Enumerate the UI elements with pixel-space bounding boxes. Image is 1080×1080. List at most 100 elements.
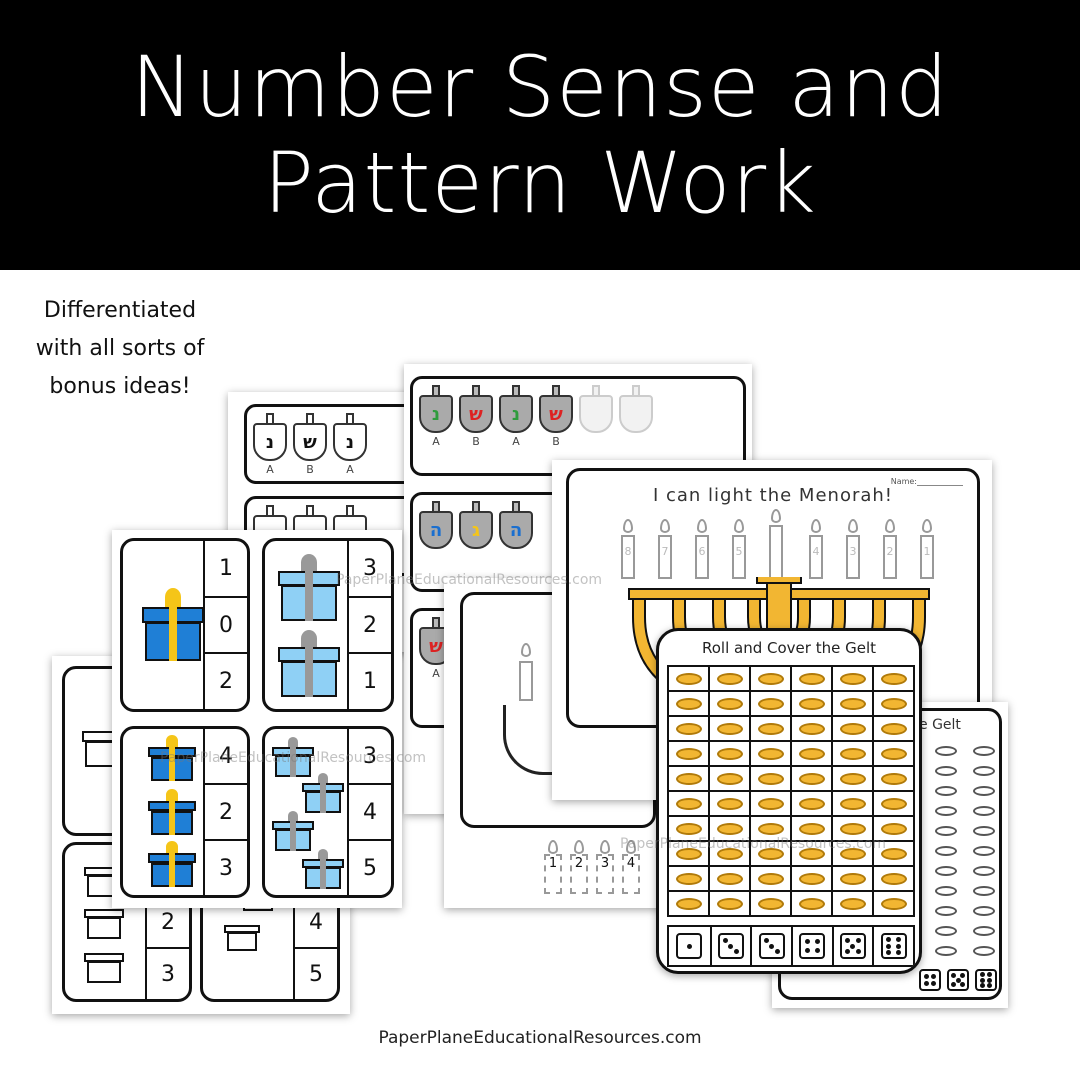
gelt-coin-outline-icon (927, 741, 965, 761)
title-banner: Number Sense and Pattern Work (0, 0, 1080, 270)
gelt-coin-icon (792, 767, 833, 792)
gelt-coin-icon (669, 717, 710, 742)
gelt-coin-icon (751, 767, 792, 792)
gelt-coin-icon (669, 867, 710, 892)
tagline-line-2: with all sorts of (35, 336, 205, 361)
gelt-coin-icon (710, 692, 751, 717)
gelt-coin-icon (833, 867, 874, 892)
gift-icon (148, 735, 196, 781)
candle-flame-icon (885, 519, 895, 533)
gelt-coin-icon (874, 692, 915, 717)
gelt-coin-outline-icon (927, 761, 965, 781)
gelt-coin-icon (874, 817, 915, 842)
candle-number: 8 (621, 535, 635, 579)
candle-flame-icon (660, 519, 670, 533)
tagline-line-1: Differentiated (43, 298, 197, 323)
gelt-coin-icon (669, 767, 710, 792)
gelt-coin-outline-icon (927, 881, 965, 901)
die-icon (799, 933, 826, 959)
dreidel-icon: ה (419, 501, 453, 549)
candle-flame-icon (848, 519, 858, 533)
gelt-coin-icon (669, 742, 710, 767)
gelt-coin-outline-icon (927, 861, 965, 881)
candle-flame-icon (811, 519, 821, 533)
candle-number: 6 (695, 535, 709, 579)
gelt-coin-icon (710, 892, 751, 917)
gift-icon (148, 789, 196, 835)
gelt-coin-icon (710, 792, 751, 817)
shamash-flame-icon (771, 509, 781, 523)
gelt-coin-outline-icon (927, 901, 965, 921)
gelt-coin-icon (833, 692, 874, 717)
gift-icon (148, 841, 196, 887)
gelt-coin-outline-icon (965, 921, 1003, 941)
gelt-coin-icon (792, 892, 833, 917)
gift-icon (278, 629, 340, 697)
gelt-coin-outline-icon (927, 801, 965, 821)
gelt-coin-icon (669, 817, 710, 842)
gelt-coin-outline-icon (965, 901, 1003, 921)
menorah-title: I can light the Menorah! (652, 485, 894, 506)
gift-icon (302, 848, 344, 889)
gelt-title: Roll and Cover the Gelt (702, 639, 876, 657)
gift-icon (142, 588, 204, 661)
gelt-coin-icon (669, 692, 710, 717)
gelt-coin-icon (874, 892, 915, 917)
gift-icon (272, 810, 314, 851)
gelt-coin-icon (874, 742, 915, 767)
die-icon (717, 933, 744, 959)
title-line-1: Number Sense and (130, 38, 950, 136)
dreidel-blank-icon (579, 385, 613, 433)
gelt-coin-icon (669, 842, 710, 867)
gelt-coin-icon (710, 817, 751, 842)
gelt-coin-icon (833, 742, 874, 767)
candle-flame-icon (734, 519, 744, 533)
gelt-coin-icon (751, 792, 792, 817)
die-icon (880, 933, 907, 959)
candle-number: 7 (658, 535, 672, 579)
gelt-bw-grid (927, 741, 1003, 961)
gelt-coin-outline-icon (965, 741, 1003, 761)
gelt-coin-outline-icon (927, 841, 965, 861)
gelt-coin-icon (833, 767, 874, 792)
shamash-candle (769, 525, 783, 579)
die-icon (839, 933, 866, 959)
gelt-coin-outline-icon (965, 801, 1003, 821)
gelt-coin-icon (874, 842, 915, 867)
candle-number: 2 (883, 535, 897, 579)
gelt-coin-icon (874, 717, 915, 742)
gelt-coin-icon (710, 667, 751, 692)
candle-number: 1 (920, 535, 934, 579)
gelt-coin-icon (874, 867, 915, 892)
gelt-coin-outline-icon (965, 861, 1003, 881)
dreidel-blank-icon (619, 385, 653, 433)
gelt-coin-icon (710, 742, 751, 767)
gelt-bw-title: e Gelt (919, 717, 961, 733)
gelt-coin-outline-icon (927, 921, 965, 941)
gelt-coin-icon (833, 667, 874, 692)
gelt-coin-icon (710, 717, 751, 742)
gelt-coin-outline-icon (927, 821, 965, 841)
gelt-coin-icon (833, 717, 874, 742)
gelt-coin-icon (669, 892, 710, 917)
tagline-line-3: bonus ideas! (49, 374, 191, 399)
gelt-coin-icon (751, 817, 792, 842)
candle-number: 4 (809, 535, 823, 579)
gelt-coin-outline-icon (927, 941, 965, 961)
gelt-coin-icon (751, 667, 792, 692)
gelt-coin-icon (792, 842, 833, 867)
gelt-coin-icon (792, 817, 833, 842)
gelt-coin-icon (710, 842, 751, 867)
gelt-coin-icon (792, 692, 833, 717)
die-icon (947, 969, 969, 991)
gelt-coin-icon (792, 717, 833, 742)
candle-number: 5 (732, 535, 746, 579)
